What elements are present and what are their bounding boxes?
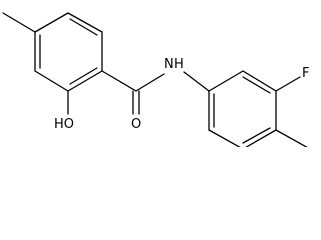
bond	[67, 70, 103, 92]
carbonyl-oxygen-label: O	[131, 117, 141, 132]
bond	[208, 70, 244, 92]
right-aromatic-ring	[208, 70, 277, 147]
double-bond-inner	[242, 76, 271, 94]
amide-aryl-bond	[183, 71, 210, 92]
double-bond-inner	[242, 127, 271, 144]
bond	[245, 129, 277, 147]
amide-bond	[135, 73, 165, 92]
left-aromatic-ring	[34, 12, 103, 92]
bond	[208, 129, 241, 147]
chemical-structure: HO O N H F	[2, 12, 309, 147]
methyl-bond	[275, 129, 308, 147]
double-bond-inner	[69, 18, 98, 36]
bond	[34, 70, 69, 92]
amide-nitrogen-label: N	[164, 57, 174, 72]
bond	[34, 12, 69, 33]
fluorine-bond	[275, 76, 301, 92]
methyl-bond	[2, 12, 36, 33]
fluorine-label: F	[302, 66, 309, 81]
amide-hydrogen-label: H	[174, 57, 184, 72]
double-bond-inner	[69, 67, 98, 85]
bond	[242, 70, 277, 92]
bond	[67, 12, 103, 33]
carbonyl-carbon-bond	[101, 70, 137, 92]
hydroxyl-label: HO	[54, 117, 74, 132]
